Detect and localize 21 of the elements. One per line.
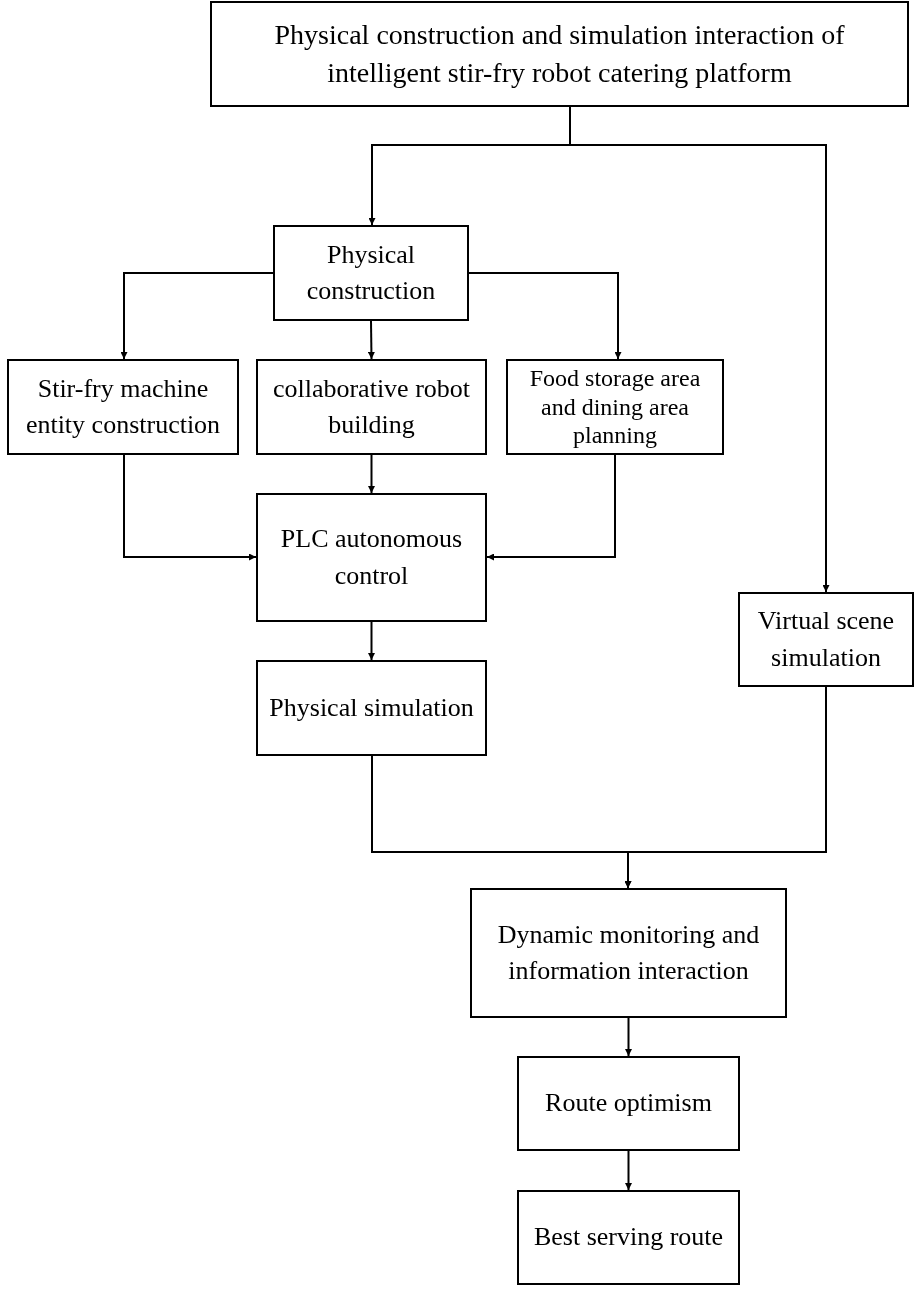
arrow xyxy=(468,272,622,360)
process-box: Food storage area and dining area planning xyxy=(506,359,724,455)
arrow xyxy=(368,454,375,494)
process-box: Stir-fry machine entity construction xyxy=(7,359,239,455)
arrow xyxy=(367,320,375,360)
process-box: Physical construction and simulation interaction of intelligent stir-fry robot catering platform xyxy=(210,1,909,107)
process-box: Route optimism xyxy=(517,1056,740,1151)
process-box: Physical construction xyxy=(273,225,469,321)
process-box: Best serving route xyxy=(517,1190,740,1285)
arrow xyxy=(120,272,274,360)
process-box: Dynamic monitoring and information interaction xyxy=(470,888,787,1018)
arrow xyxy=(368,621,375,661)
process-box: PLC autonomous control xyxy=(256,493,487,622)
arrow xyxy=(625,1150,632,1191)
arrow xyxy=(624,686,827,889)
arrow xyxy=(123,454,257,561)
process-box: Virtual scene simulation xyxy=(738,592,914,687)
arrow xyxy=(486,454,616,561)
arrow xyxy=(625,1017,632,1057)
process-box: collaborative robot building xyxy=(256,359,487,455)
process-box: Physical simulation xyxy=(256,660,487,756)
